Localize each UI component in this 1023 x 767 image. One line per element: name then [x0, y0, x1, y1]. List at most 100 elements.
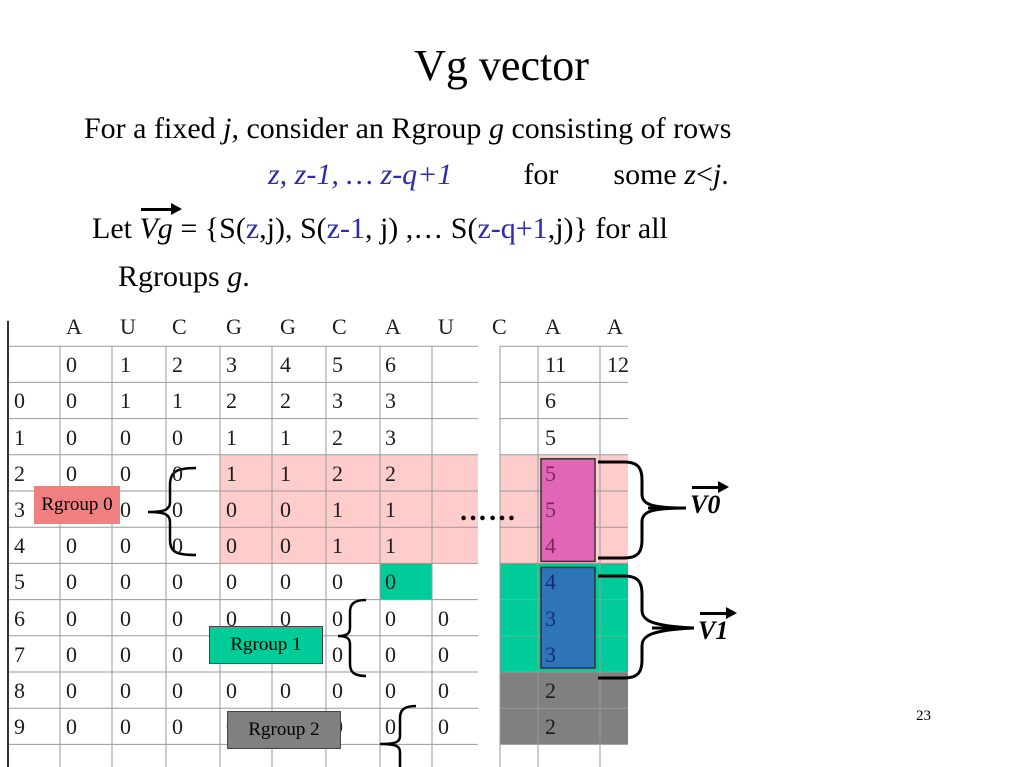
rgroup-2-label: Rgroup 2 [227, 711, 341, 749]
table-cell: 0 [172, 497, 183, 522]
rgroup-0-brace [147, 466, 197, 557]
table-cell: 1 [332, 533, 343, 559]
row-label: 4 [14, 533, 25, 559]
table-cell: 3 [385, 388, 396, 414]
table-cell: 2 [385, 460, 396, 486]
table-cell: 3 [332, 388, 343, 414]
table-cell: 0 [385, 641, 396, 667]
table-cell: 0 [280, 497, 291, 522]
table-cell: 0 [172, 533, 183, 559]
table-cell: 0 [120, 424, 131, 450]
index-cell: 6 [385, 352, 396, 378]
definition-line-3: Let Vg = {S(z,j), S(z-1, j) ,… S(z-q+1,j… [92, 203, 668, 245]
table-cell: 0 [66, 714, 77, 740]
table-cell: 0 [120, 605, 131, 631]
rgroup-1-brace [337, 598, 367, 678]
table-cell: 0 [438, 714, 449, 740]
table-cell: 0 [438, 605, 449, 631]
table-cell: 4 [545, 569, 556, 595]
table-cell: 5 [545, 424, 556, 450]
table-cell: 3 [545, 641, 556, 667]
table-cell: 0 [172, 424, 183, 450]
column-header: A [385, 314, 401, 339]
table-cell: 0 [66, 678, 77, 703]
index-cell: 1 [120, 352, 131, 378]
rgroup-0-fill [220, 454, 500, 564]
table-cell: 1 [385, 533, 396, 559]
column-header: U [120, 314, 136, 339]
table-cell: 0 [280, 678, 291, 703]
table-cell: 0 [66, 460, 77, 486]
rgroup-1-fill [380, 563, 432, 600]
column-header: C [492, 314, 507, 339]
table-cell: 2 [545, 714, 556, 740]
table-cell: 2 [332, 424, 343, 450]
table-cell: 6 [545, 388, 556, 414]
definition-line-1: For a fixed j, consider an Rgroup g cons… [84, 112, 732, 145]
column-header: A [545, 314, 561, 339]
table-cell: 0 [332, 641, 343, 667]
column-header: U [438, 314, 454, 339]
table-cell: 0 [172, 460, 183, 486]
table-cell: 0 [66, 641, 77, 667]
table-cell: 0 [226, 497, 237, 522]
table-cell: 2 [545, 678, 556, 703]
row-label: 1 [14, 424, 25, 450]
table-cell: 0 [438, 678, 449, 703]
table-cell: 2 [280, 388, 291, 414]
column-header: C [172, 314, 187, 339]
row-label: 7 [14, 641, 25, 667]
table-cell: 0 [226, 605, 237, 631]
table-cell: 1 [280, 460, 291, 486]
table-cell: 2 [332, 460, 343, 486]
table-cell: 0 [332, 605, 343, 631]
table-cell: 0 [226, 533, 237, 559]
table-cell: 1 [280, 424, 291, 450]
row-label: 5 [14, 569, 25, 595]
table-cell: 3 [545, 605, 556, 631]
table-cell: 0 [438, 641, 449, 667]
table-cell: 0 [280, 569, 291, 595]
index-cell: 2 [172, 352, 183, 378]
table-cell: 0 [385, 569, 396, 595]
table-cell: 0 [66, 533, 77, 559]
table-cell: 0 [120, 714, 131, 740]
ellipsis: …… [459, 496, 517, 527]
index-cell: 5 [332, 352, 343, 378]
table-cell: 0 [280, 605, 291, 631]
table-cell: 2 [226, 388, 237, 414]
table-cell: 0 [120, 497, 131, 522]
table-cell: 0 [385, 605, 396, 631]
table-cell: 0 [172, 678, 183, 703]
v0-label: V0 [690, 481, 730, 519]
table-cell: 5 [545, 460, 556, 486]
table-cell: 0 [385, 714, 396, 740]
table-cell: 5 [545, 497, 556, 522]
row-label: 2 [14, 460, 25, 486]
index-cell: 4 [280, 352, 291, 378]
table-cell: 0 [172, 641, 183, 667]
index-cell: 12 [607, 352, 629, 378]
row-label: 8 [14, 678, 25, 703]
table-cell: 0 [280, 533, 291, 559]
page-number: 23 [916, 708, 931, 724]
rgroup-2-brace [379, 704, 417, 767]
table-cell: 0 [172, 605, 183, 631]
row-label: 9 [14, 714, 25, 740]
table-cell: 1 [120, 388, 131, 414]
slide-title: Vg vector [414, 41, 589, 90]
table-break-gap [478, 308, 500, 767]
table-cell: 0 [66, 605, 77, 631]
table-cell: 0 [332, 678, 343, 703]
v0-highlight [540, 458, 596, 563]
column-header: A [607, 314, 623, 339]
rgroup-1-label: Rgroup 1 [209, 626, 323, 664]
table-cell: 0 [120, 460, 131, 486]
table-cell: 0 [66, 424, 77, 450]
table-cell: 0 [66, 388, 77, 414]
index-cell: 11 [545, 352, 567, 378]
table-cell: 0 [385, 678, 396, 703]
v1-highlight [540, 566, 596, 669]
